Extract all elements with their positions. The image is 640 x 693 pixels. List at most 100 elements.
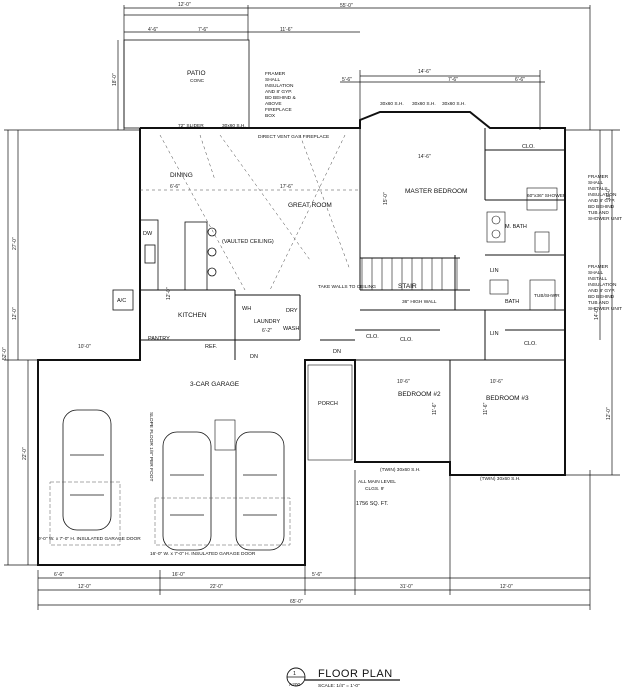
framer-line: AND 8' GYP. — [588, 288, 615, 294]
title-scale: SCALE: 1/4" = 1'-0" — [318, 683, 360, 689]
room-stair: STAIR — [398, 283, 417, 290]
framer-line: AND 8' GYP. — [265, 89, 292, 95]
note-shower: 60"x36" SHOWER — [527, 193, 567, 199]
note-main-level-clgs: CLGS. 9' — [365, 486, 384, 492]
note-fireplace: DIRECT VENT GAS FIREPLACE — [258, 134, 329, 140]
framer-line: SHOWER UNIT — [588, 306, 622, 312]
framer-line: INSULATION — [588, 282, 617, 288]
porch-area — [214, 364, 353, 461]
room-lin-1: LIN — [490, 268, 499, 274]
dim-left-e: 10'-0" — [78, 344, 91, 350]
framer-line: TUB AND — [588, 210, 609, 216]
note-sqft: 1756 SQ. FT. — [356, 501, 389, 507]
framer-line: BD BEHIND & — [265, 95, 296, 101]
framer-line: TUB AND — [588, 300, 609, 306]
room-clo-master: CLO. — [522, 144, 535, 150]
dim-top-4-6: 4'-6" — [148, 27, 158, 33]
dim-top-b: 7'-6" — [448, 77, 458, 83]
dim-br3-w: 10'-6" — [490, 379, 503, 385]
dim-right-b: 14'-0" — [594, 307, 600, 320]
exterior-walls — [37, 39, 566, 566]
room-wash: WASH — [283, 326, 299, 332]
room-lin-2: LIN — [490, 331, 499, 337]
room-patio: PATIO — [187, 70, 206, 77]
dim-mb-d: 15'-0" — [383, 192, 389, 205]
framer-line: INSTALL — [588, 186, 607, 192]
dim-right-c: 12'-0" — [606, 407, 612, 420]
room-dn-2: DN — [333, 349, 341, 355]
framer-line: INSULATION — [588, 192, 617, 198]
framer-note-tub-2: FRAMER SHALL INSTALL INSULATION AND 8' G… — [588, 264, 622, 312]
framer-line: FIREPLACE — [265, 107, 292, 113]
dim-top-c: 6'-6" — [515, 77, 525, 83]
interior-walls — [140, 128, 565, 462]
dim-bottom-c: 31'-0" — [400, 584, 413, 590]
vaulted-ceiling-lines — [140, 134, 360, 291]
room-clo-a: CLO. — [366, 334, 379, 340]
title-sheet: A200 — [289, 682, 301, 688]
note-window-mb-1: 30x60 S.H. — [380, 101, 404, 107]
note-high-wall: 36" HIGH WALL — [402, 299, 437, 305]
dim-bottom-overall: 65'-0" — [290, 599, 303, 605]
framer-note-tub-1: FRAMER SHALL INSTALL INSULATION AND 8' G… — [588, 174, 622, 222]
garage-door-headers — [49, 481, 291, 546]
room-m-bath: M. BATH — [505, 224, 527, 230]
dimension-text: 55'-0" 12'-0" 4'-6" 7'-6" 11'-6" 14'-6" … — [2, 2, 612, 605]
kitchen-island — [112, 219, 217, 311]
room-patio-sub: CONC — [190, 78, 205, 84]
room-labels: PATIO CONC DINING GREAT ROOM (VAULTED CE… — [117, 70, 537, 407]
room-vaulted-ceiling: (VAULTED CEILING) — [222, 239, 274, 245]
note-window-br3: (TWIN) 30x60 S.H. — [480, 476, 521, 482]
dim-top-overall: 55'-0" — [340, 3, 353, 9]
note-window-br2: (TWIN) 30x60 S.H. — [380, 467, 421, 473]
room-ac: A/C — [117, 298, 126, 304]
room-laundry: LAUNDRY — [254, 319, 281, 325]
plan-notes: DIRECT VENT GAS FIREPLACE 72" SLIDER 30x… — [38, 101, 567, 557]
room-bedroom-3: BEDROOM #3 — [486, 395, 529, 402]
framer-line: SHALL — [588, 270, 604, 276]
bath-fixtures — [486, 187, 558, 311]
title-number: 1 — [293, 671, 296, 677]
dim-left-c: 12'-0" — [12, 307, 18, 320]
framer-line: SHALL — [265, 77, 281, 83]
note-window-mb-2: 30x60 S.H. — [412, 101, 436, 107]
stair-treads — [361, 257, 458, 291]
dim-top-a: 5'-6" — [342, 77, 352, 83]
framer-line: BD BEHIND — [588, 204, 615, 210]
dim-top-14-6: 14'-6" — [418, 69, 431, 75]
title-text: 1 A200 FLOOR PLAN SCALE: 1/4" = 1'-0" — [289, 668, 393, 689]
note-window-patio: 72" SLIDER — [178, 123, 204, 129]
room-kitchen: KITCHEN — [178, 312, 207, 319]
note-garage-door-2: 16'-0" W. x 7'-0" H. INSULATED GARAGE DO… — [150, 551, 256, 557]
room-great-room: GREAT ROOM — [288, 202, 332, 209]
dim-top-7-6: 7'-6" — [198, 27, 208, 33]
framer-line: BD BEHIND — [588, 294, 615, 300]
dim-bottom-d: 12'-0" — [500, 584, 513, 590]
room-clo-b: CLO. — [400, 337, 413, 343]
dim-br2-d: 11'-6" — [432, 402, 438, 415]
note-window-mb-3: 30x60 S.H. — [442, 101, 466, 107]
note-slope-floor: SLOPE FLOOR 1/8" PER FOOT — [148, 412, 154, 481]
framer-line: SHOWER UNIT — [588, 216, 622, 222]
note-main-level: ALL MAIN LEVEL — [358, 479, 396, 485]
framer-line: FRAMER — [588, 264, 609, 270]
dim-br3-d: 11'-6" — [483, 402, 489, 415]
room-dn-1: DN — [250, 354, 258, 360]
title-floor-plan: FLOOR PLAN — [318, 668, 393, 680]
framer-line: FRAMER — [265, 71, 286, 77]
note-take-walls: TAKE WALLS TO CEILING — [318, 284, 376, 290]
dim-laundry-w: 6'-2" — [262, 328, 272, 334]
dim-kit-d: 12'-0" — [166, 287, 172, 300]
framer-line: SHALL — [588, 180, 604, 186]
dim-bottom-b: 22'-0" — [210, 584, 223, 590]
dimension-lines — [4, 5, 620, 610]
dim-br2-w: 10'-6" — [397, 379, 410, 385]
dim-left-a: 18'-0" — [112, 73, 118, 86]
room-dining: DINING — [170, 172, 193, 179]
dim-bottom-f: 16'-0" — [172, 572, 185, 578]
garage-cars — [62, 409, 285, 551]
dim-left-overall: 52'-0" — [2, 347, 8, 360]
framer-line: AND 8' GYP. — [588, 198, 615, 204]
framer-note-fireplace: FRAMER SHALL INSULATION AND 8' GYP. BD B… — [265, 71, 296, 119]
